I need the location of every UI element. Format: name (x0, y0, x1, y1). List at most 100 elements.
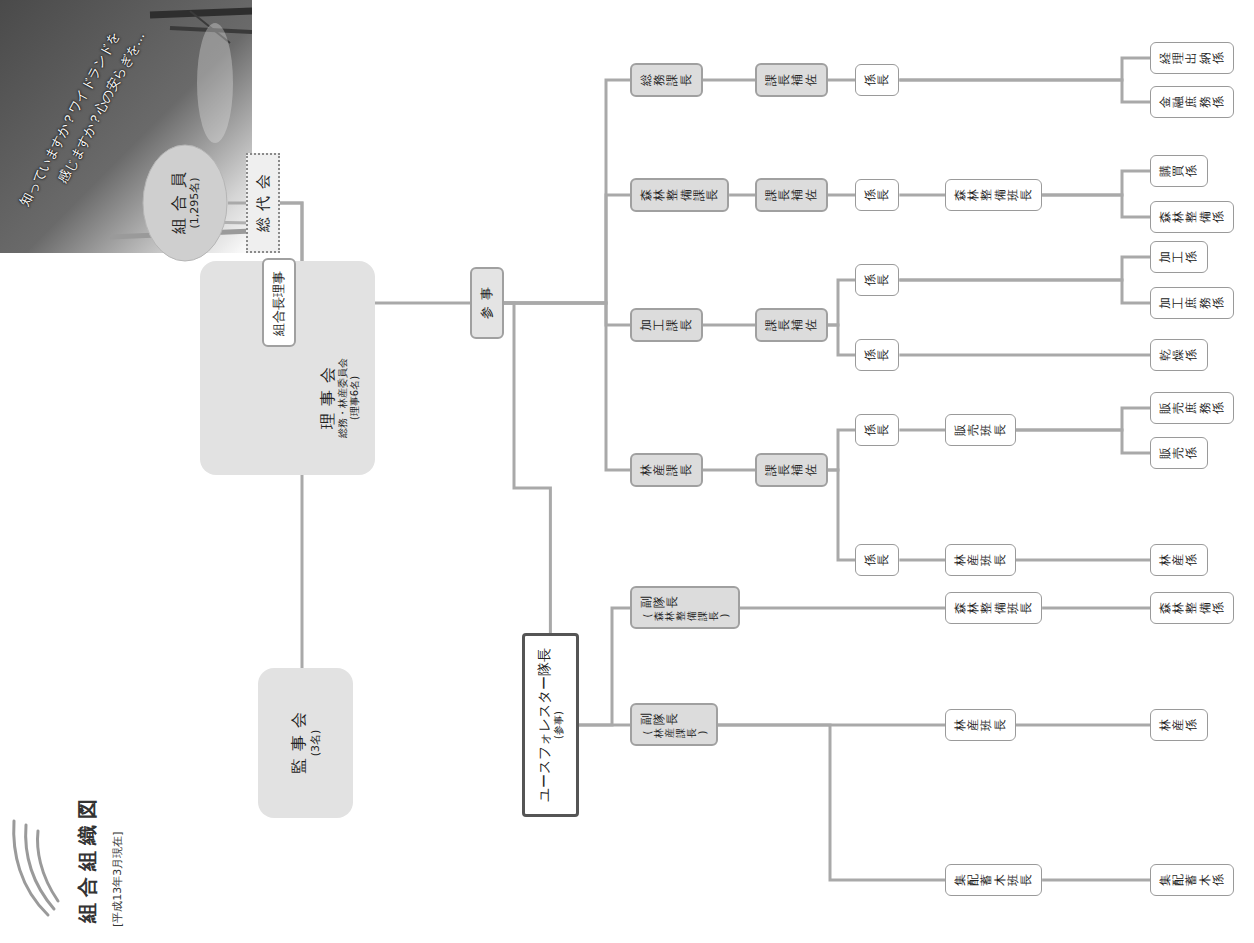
org-connector (718, 725, 945, 880)
node-title: 課長補佐 (765, 189, 818, 201)
section-box: 係長 (855, 179, 899, 211)
board-panel: 理事会総務・林産委員会(理事6名)組合長理事 (200, 261, 375, 475)
node-title: 加工課長 (640, 319, 693, 331)
node-title: 組合員 (169, 165, 188, 242)
node-title: 金融庶務係 (1159, 96, 1225, 108)
node-title: 販売係 (1159, 447, 1199, 459)
org-connector (1016, 430, 1150, 453)
leaf-logo (14, 821, 58, 915)
org-connector (899, 194, 945, 197)
node-title: 係長 (864, 424, 890, 436)
section-box: 係長 (855, 544, 899, 576)
assembly-box: 総代会 (246, 153, 280, 253)
node-title: 経理出納係 (1159, 52, 1225, 64)
section-box: 乾燥係 (1150, 339, 1208, 371)
node-title: 林産係 (1159, 719, 1199, 731)
org-connector (1042, 607, 1150, 610)
org-connector (703, 469, 755, 472)
org-connector (899, 257, 1150, 280)
node-title: 集配蓄木班長 (954, 874, 1033, 886)
org-connector (899, 354, 1150, 357)
manager-box: 森林整備課長 (630, 178, 729, 212)
org-connector (280, 203, 302, 261)
section-box: 経理出納係 (1150, 42, 1234, 74)
org-connector (504, 80, 630, 303)
node-title: 係長 (864, 349, 890, 361)
node-title: 副隊長 (640, 596, 680, 608)
node-note: (参事) (553, 711, 565, 739)
node-title: 林産班長 (954, 554, 1007, 566)
org-connector (1016, 559, 1150, 562)
node-title: 林産班長 (954, 719, 1007, 731)
node-title: 副隊長 (640, 713, 680, 725)
org-connector (899, 559, 945, 562)
section-box: 販売係 (1150, 437, 1208, 469)
manager-box: 課長補佐 (755, 308, 828, 342)
node-title: 係長 (864, 189, 890, 201)
org-connector (1016, 408, 1150, 430)
section-box: 販売庶務係 (1150, 392, 1234, 424)
node-title: 監事会 (289, 705, 308, 782)
org-connector (899, 58, 1150, 80)
node-title: 係長 (864, 554, 890, 566)
chart-title: 組合組織図 (74, 793, 101, 923)
node-title: 組合長理事 (271, 271, 287, 336)
board-panel: 監事会(3名) (258, 668, 353, 818)
org-connector (228, 202, 246, 205)
node-title: 係長 (864, 74, 890, 86)
officer-box: 参事 (470, 267, 504, 339)
org-connector (1042, 879, 1150, 882)
node-title: 集配蓄木係 (1159, 874, 1225, 886)
section-box: 林産係 (1150, 544, 1208, 576)
org-connector (1042, 171, 1150, 195)
date-note: [平成13年3月現在] (110, 831, 125, 927)
section-box: 林産係 (1150, 709, 1208, 741)
org-connector (1016, 724, 1150, 727)
section-box: 係長 (855, 264, 899, 296)
org-connector (899, 80, 1150, 102)
org-connector (899, 429, 945, 432)
node-note: (林産課長) (642, 728, 708, 738)
node-title: 係長 (864, 274, 890, 286)
manager-box: 林産課長 (630, 453, 703, 487)
section-box: 森林整備班長 (945, 592, 1042, 624)
node-title: 加工庶務係 (1159, 297, 1225, 309)
org-connector (828, 470, 855, 560)
node-note: (1,295名) (188, 177, 201, 228)
vice-captain-box: 副隊長 (森林整備課長) (630, 587, 740, 630)
node-title: 総代会 (254, 167, 272, 239)
org-connector (740, 607, 945, 610)
org-connector (504, 303, 630, 325)
manager-box: 課長補佐 (755, 63, 828, 97)
section-box: 森林整備係 (1150, 201, 1234, 233)
node-note: (森林整備課長) (642, 611, 730, 621)
org-connector (718, 724, 945, 727)
section-box: 林産班長 (945, 544, 1016, 576)
org-connector (703, 79, 755, 82)
org-connector (828, 280, 855, 325)
section-box: 森林整備係 (1150, 592, 1234, 624)
node-title: 総務課長 (640, 74, 693, 86)
officer-box: 組合長理事 (262, 259, 296, 348)
node-note: (理事6名) (349, 376, 361, 420)
node-title: 販売庶務係 (1159, 402, 1225, 414)
manager-box: 課長補佐 (755, 453, 828, 487)
manager-box: 総務課長 (630, 63, 703, 97)
node-title: 森林整備係 (1159, 211, 1225, 223)
section-box: 林産班長 (945, 709, 1016, 741)
org-connector (828, 79, 855, 82)
manager-box: 加工課長 (630, 308, 703, 342)
vice-captain-box: 副隊長 (林産課長) (630, 704, 718, 747)
node-title: 課長補佐 (765, 319, 818, 331)
section-box: 係長 (855, 64, 899, 96)
manager-box: 課長補佐 (755, 178, 828, 212)
org-connector (703, 324, 755, 327)
section-box: 販売班長 (945, 414, 1016, 446)
node-title: ユースフォレスター隊長 (536, 648, 553, 802)
org-connector (1042, 195, 1150, 217)
org-connector (504, 195, 630, 303)
org-connector (899, 280, 1150, 303)
node-title: 購買係 (1159, 165, 1199, 177)
org-connector (729, 194, 755, 197)
